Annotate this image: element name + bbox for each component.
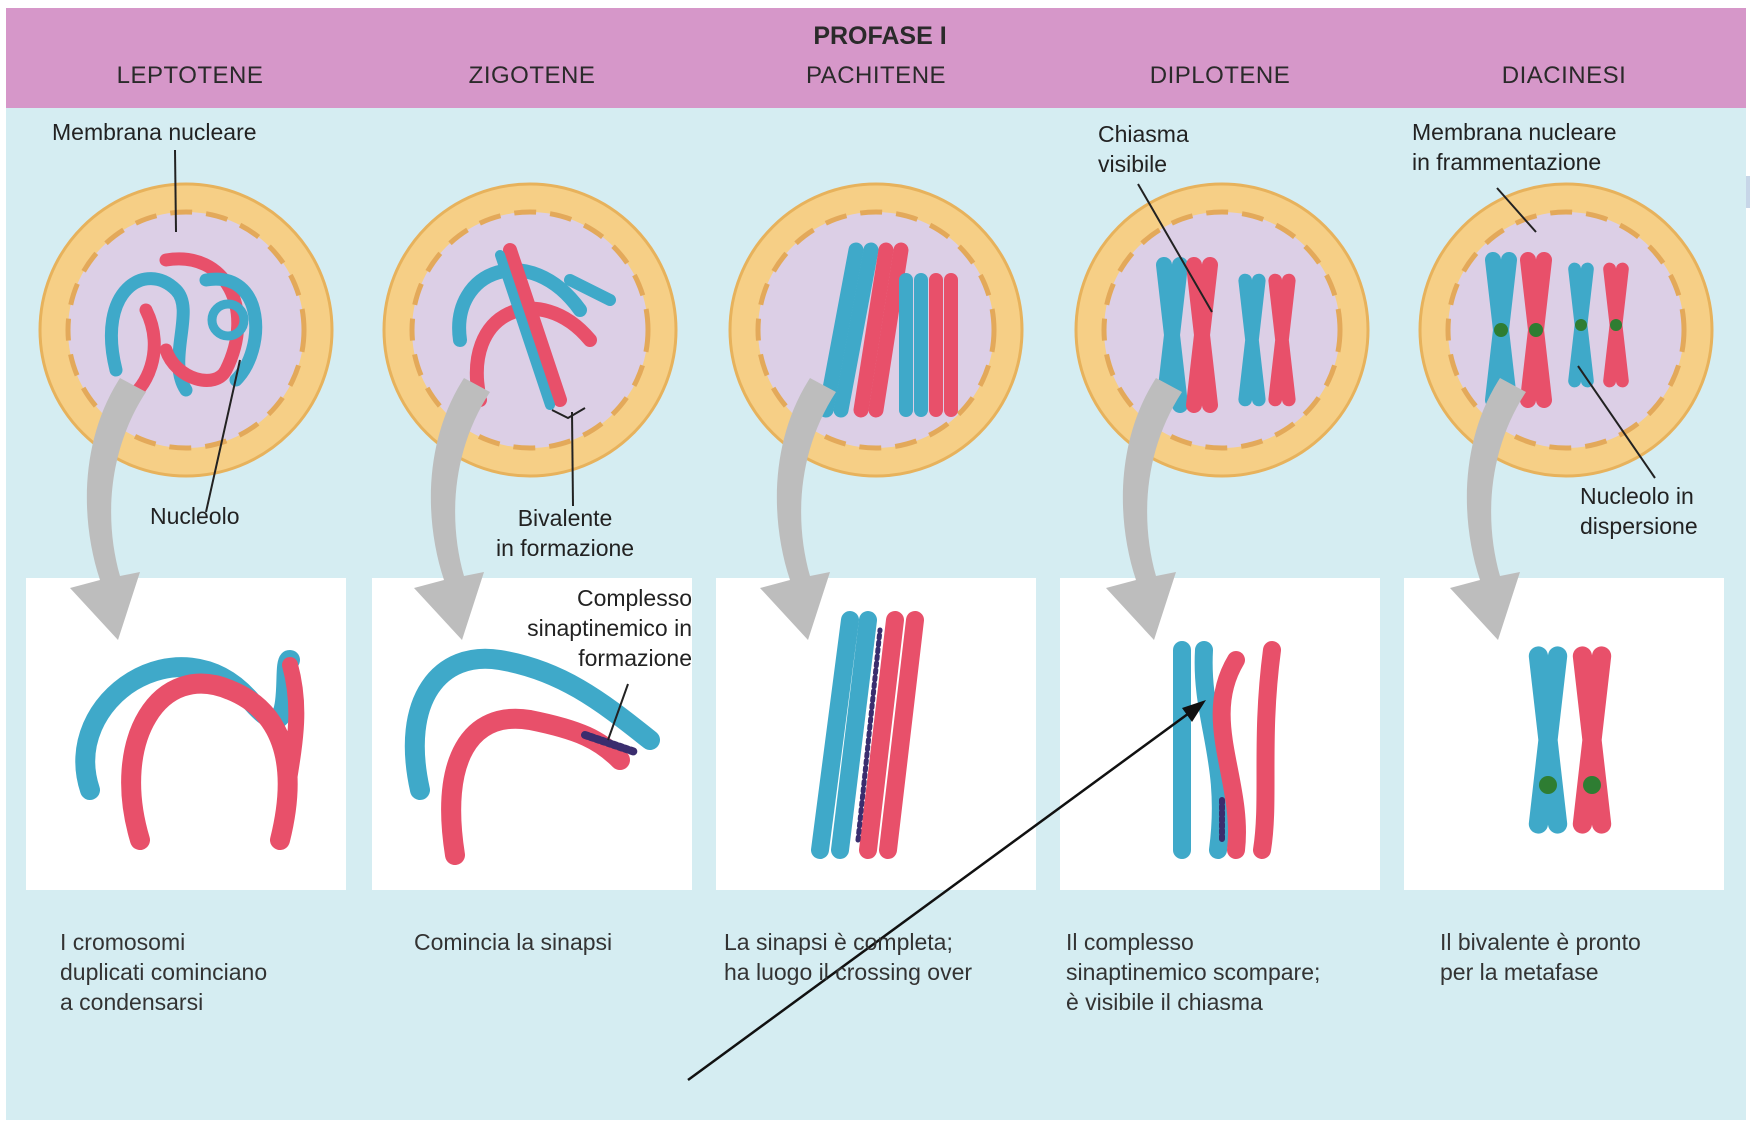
cell-diplotene: [1076, 184, 1368, 476]
leader-membrana: [175, 150, 176, 232]
label-bivalente: Bivalente in formazione: [496, 504, 634, 564]
caption-diplotene: Il complesso sinaptinemico scompare; è v…: [1066, 928, 1320, 1018]
caption-zigotene: Comincia la sinapsi: [414, 928, 612, 958]
caption-diacinesi: Il bivalente è pronto per la metafase: [1440, 928, 1641, 988]
zoom-diplotene: [1182, 650, 1272, 850]
label-membrana-frammentazione: Membrana nucleare in frammentazione: [1412, 118, 1617, 178]
zoom-diacinesi: [1538, 656, 1601, 824]
caption-pachitene: La sinapsi è completa; ha luogo il cross…: [724, 928, 972, 988]
cell-pachitene: [730, 184, 1022, 476]
zoom-pachitene: [820, 620, 915, 850]
zoom-zigotene: [415, 659, 650, 855]
pointer-arrow-line: [688, 708, 1196, 1080]
cell-zigotene: [384, 184, 676, 476]
label-membrana-nucleare: Membrana nucleare: [52, 118, 257, 148]
zoom-leptotene: [85, 660, 296, 840]
label-nucleolo-dispersione: Nucleolo in dispersione: [1580, 482, 1698, 542]
cell-leptotene: [40, 184, 332, 476]
label-nucleolo: Nucleolo: [150, 502, 240, 532]
cell-diacinesi: [1420, 184, 1712, 476]
label-chiasma: Chiasma visibile: [1098, 120, 1189, 180]
leader-bivalente: [572, 412, 573, 506]
label-complesso: Complesso sinaptinemico in formazione: [492, 584, 692, 674]
caption-leptotene: I cromosomi duplicati cominciano a conde…: [60, 928, 267, 1018]
